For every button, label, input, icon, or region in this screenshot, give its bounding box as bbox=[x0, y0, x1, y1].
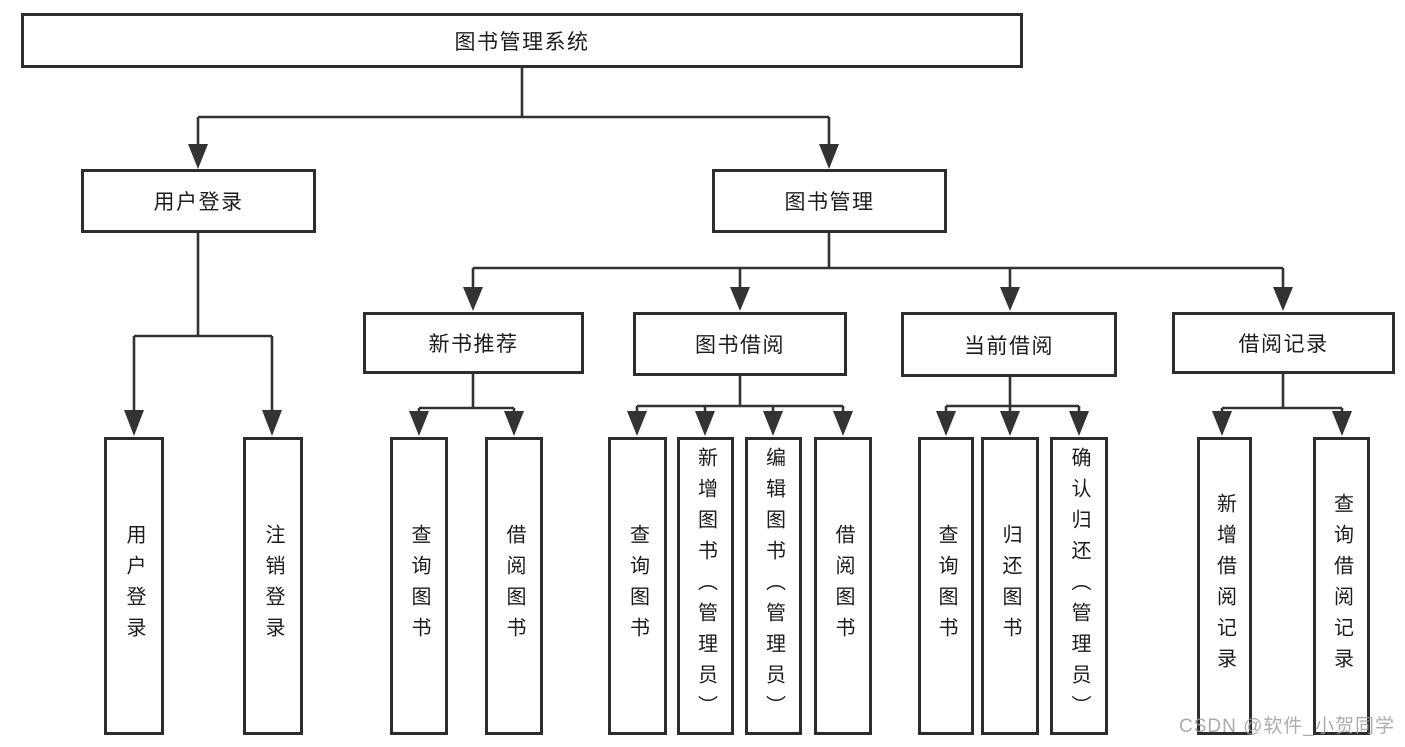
node-root: 图书管理系统 bbox=[21, 13, 1023, 68]
leaf-confirm-return-admin-label: 确认归还（管理员） bbox=[1068, 446, 1090, 726]
leaf-query-borrow-record: 查询借阅记录 bbox=[1313, 437, 1370, 735]
leaf-borrow-book-recommend-label: 借阅图书 bbox=[503, 524, 525, 648]
node-book-management: 图书管理 bbox=[712, 169, 947, 233]
leaf-query-borrow-record-label: 查询借阅记录 bbox=[1330, 493, 1353, 679]
leaf-borrow-book: 借阅图书 bbox=[814, 437, 872, 735]
edge-bookmgmt-to-level3 bbox=[471, 231, 1285, 289]
node-borrow-records-label: 借阅记录 bbox=[1238, 333, 1329, 356]
edge-borrowrecords-to-leaves bbox=[1220, 372, 1344, 413]
leaf-add-book-admin-label: 新增图书（管理员） bbox=[694, 446, 717, 726]
edge-userlogin-to-leaves bbox=[132, 231, 274, 413]
edge-newbook-to-leaves bbox=[417, 372, 516, 413]
edge-root-to-level2 bbox=[196, 66, 831, 145]
node-current-borrow: 当前借阅 bbox=[901, 312, 1117, 377]
leaf-edit-book-admin: 编辑图书（管理员） bbox=[745, 437, 802, 735]
node-user-login: 用户登录 bbox=[81, 169, 316, 233]
leaf-edit-book-admin-label: 编辑图书（管理员） bbox=[762, 446, 785, 726]
leaf-borrow-book-recommend: 借阅图书 bbox=[485, 437, 543, 735]
leaf-add-borrow-record-label: 新增借阅记录 bbox=[1213, 493, 1236, 679]
leaf-add-book-admin: 新增图书（管理员） bbox=[677, 437, 734, 735]
leaf-return-book-label: 归还图书 bbox=[999, 524, 1021, 648]
node-new-book-recommend-label: 新书推荐 bbox=[428, 333, 519, 356]
leaf-logout-label: 注销登录 bbox=[262, 524, 284, 648]
leaf-query-book-borrow-label: 查询图书 bbox=[626, 524, 649, 648]
leaf-confirm-return-admin: 确认归还（管理员） bbox=[1050, 437, 1108, 735]
node-book-management-label: 图书管理 bbox=[784, 191, 875, 214]
node-book-borrow: 图书借阅 bbox=[633, 312, 847, 376]
leaf-add-borrow-record: 新增借阅记录 bbox=[1197, 437, 1252, 735]
node-current-borrow-label: 当前借阅 bbox=[964, 334, 1054, 358]
leaf-return-book: 归还图书 bbox=[981, 437, 1039, 735]
leaf-query-book-current: 查询图书 bbox=[918, 437, 974, 735]
leaf-user-login-label: 用户登录 bbox=[123, 524, 145, 648]
node-root-label: 图书管理系统 bbox=[454, 30, 590, 54]
leaf-borrow-book-label: 借阅图书 bbox=[832, 524, 854, 648]
node-new-book-recommend: 新书推荐 bbox=[363, 312, 584, 374]
leaf-query-book-borrow: 查询图书 bbox=[608, 437, 667, 735]
leaf-query-book-recommend-label: 查询图书 bbox=[408, 524, 430, 648]
leaf-user-login: 用户登录 bbox=[104, 437, 164, 735]
node-book-borrow-label: 图书借阅 bbox=[695, 334, 785, 357]
arrowheads bbox=[124, 144, 1352, 436]
edge-currentborrow-to-leaves bbox=[944, 373, 1081, 413]
node-user-login-label: 用户登录 bbox=[153, 191, 244, 214]
edge-bookborrow-to-leaves bbox=[635, 373, 845, 413]
leaf-logout: 注销登录 bbox=[243, 437, 303, 735]
leaf-query-book-current-label: 查询图书 bbox=[935, 524, 957, 648]
leaf-query-book-recommend: 查询图书 bbox=[390, 437, 448, 735]
node-borrow-records: 借阅记录 bbox=[1172, 312, 1395, 374]
